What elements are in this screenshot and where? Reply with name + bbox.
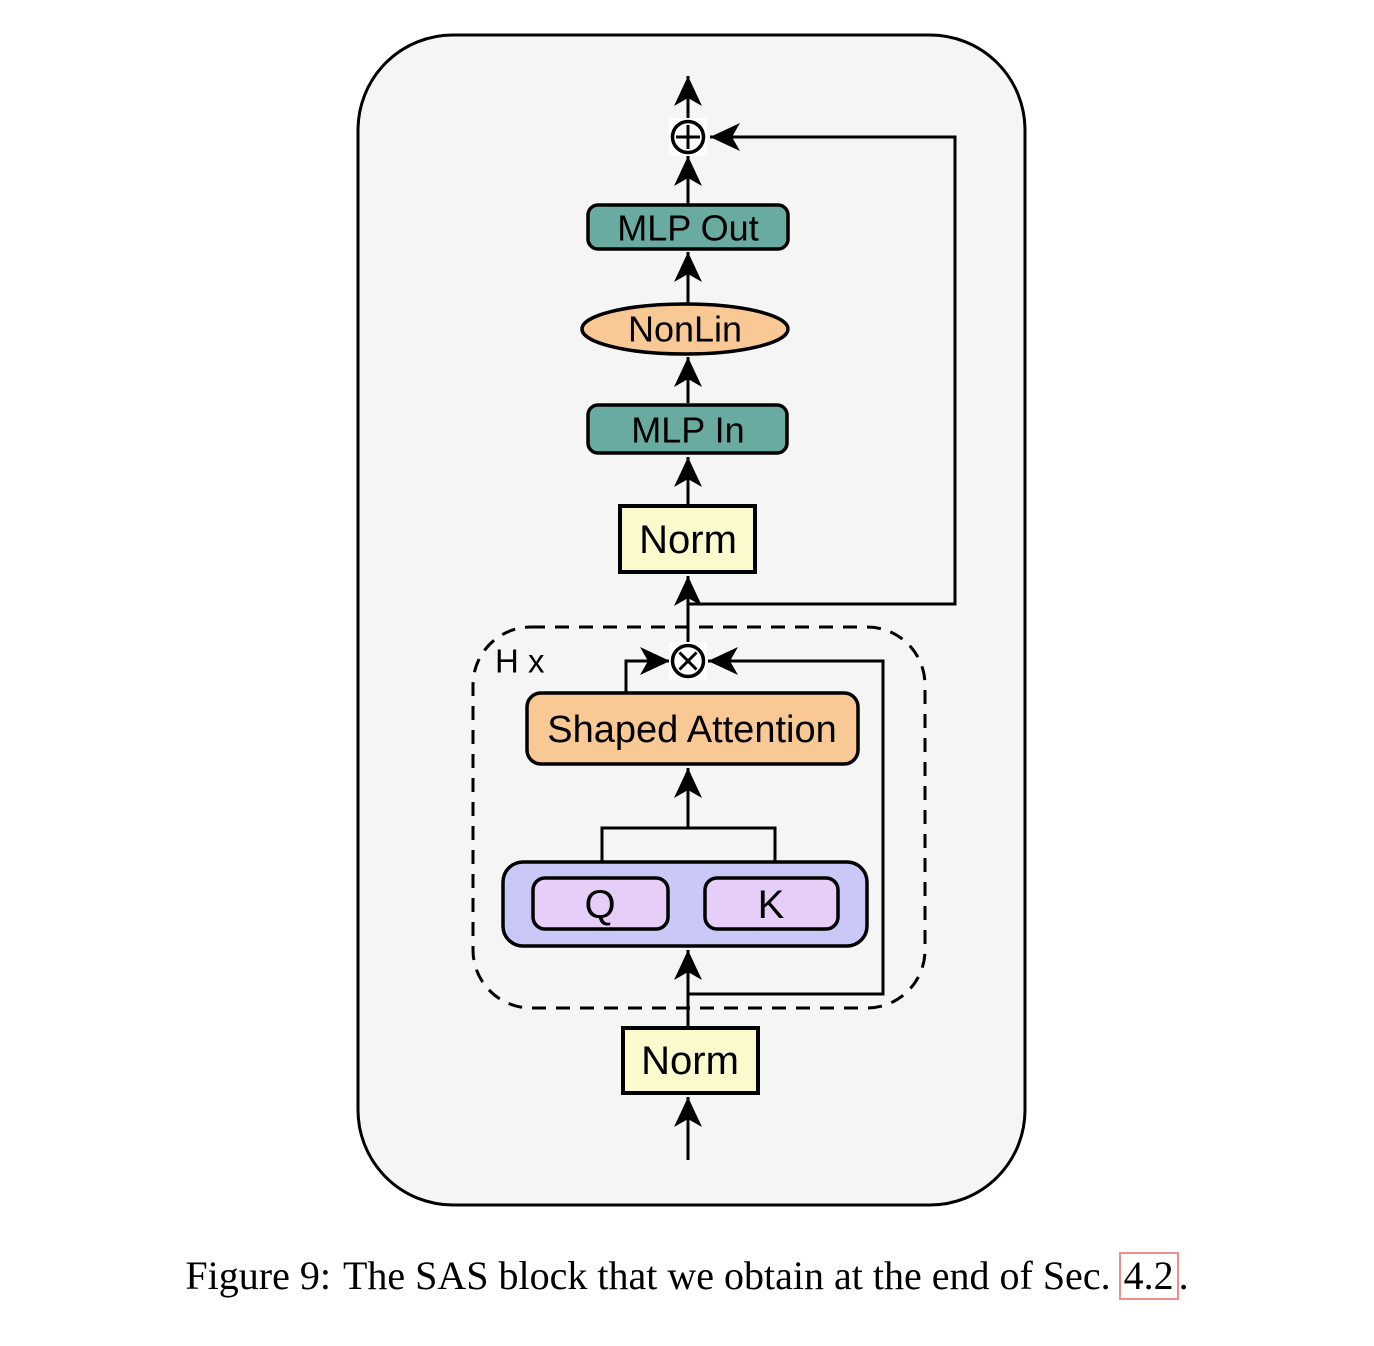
add-operator-icon [669, 118, 707, 156]
mlp-in-box: MLP In [586, 403, 789, 455]
shaped-attention-box: Shaped Attention [525, 691, 860, 766]
norm-lower-box: Norm [621, 1026, 760, 1095]
norm-upper-box: Norm [618, 504, 757, 574]
mlp-residual-skip [688, 123, 957, 606]
mlp-in-label: MLP In [631, 410, 744, 451]
qk-skip-to-multiply [688, 647, 885, 996]
caption-label: Figure 9: [185, 1253, 331, 1298]
attention-to-multiply-arrow [624, 647, 670, 694]
nonlin-label: NonLin [628, 309, 742, 350]
section-link[interactable]: 4.2 [1118, 1252, 1179, 1300]
sas-block-diagram: MLP Out NonLin MLP In Norm H x Shaped At… [356, 33, 1027, 1207]
norm-upper-label: Norm [639, 518, 737, 562]
qk-group-box: Q K [501, 860, 869, 948]
mlp-out-box: MLP Out [586, 203, 790, 251]
key-label: K [758, 883, 785, 927]
mlp-out-label: MLP Out [617, 208, 758, 249]
query-box: Q [531, 876, 670, 931]
shaped-attention-label: Shaped Attention [547, 709, 836, 751]
caption-text: The SAS block that we obtain at the end … [342, 1253, 1111, 1298]
key-box: K [703, 876, 840, 931]
caption-period: . [1178, 1253, 1189, 1298]
attention-heads-group [471, 625, 927, 1010]
norm-lower-label: Norm [641, 1039, 739, 1083]
figure-caption: Figure 9:The SAS block that we obtain at… [0, 1252, 1374, 1300]
heads-multiplier-label: H x [495, 643, 545, 680]
nonlin-ellipse: NonLin [580, 302, 790, 356]
multiply-operator-icon [669, 642, 707, 680]
query-label: Q [584, 883, 615, 927]
